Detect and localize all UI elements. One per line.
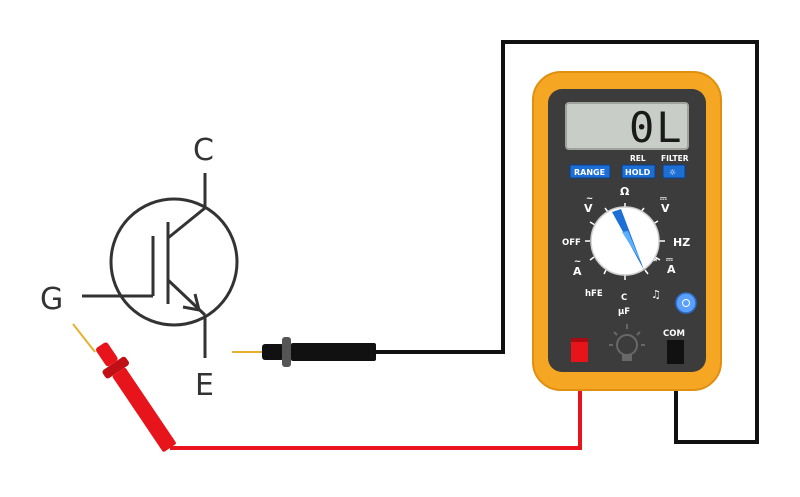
backlight-sun-icon — [682, 299, 690, 307]
red-wire — [170, 360, 582, 450]
dial-ac-amp-label: A — [573, 265, 582, 278]
dial-dc-amp-label: A — [667, 263, 676, 276]
com-label: COM — [663, 329, 685, 339]
collector-label: C — [193, 133, 214, 168]
lcd-screen — [565, 102, 689, 150]
filter-icon: ☼ — [669, 168, 676, 177]
gate-label: G — [40, 282, 63, 317]
dial-cap-c-label: C — [621, 293, 627, 303]
dial-dc-amp-bar: ⎓ — [666, 255, 674, 265]
dial-continuity-icon: ♫ — [651, 288, 661, 301]
hold-button[interactable] — [621, 164, 656, 179]
black-probe-handle — [291, 343, 376, 361]
dial-ac-volt-tilde: ~ — [586, 194, 593, 204]
dial-dc-volt-bar: ⎓ — [660, 194, 668, 204]
lightbulb-icon — [609, 324, 645, 361]
filter-label: FILTER — [661, 154, 689, 163]
igbt-symbol: C G E — [40, 133, 239, 403]
range-button[interactable] — [569, 164, 611, 179]
dial-off-label: OFF — [562, 238, 581, 248]
hold-button-label: HOLD — [625, 168, 651, 177]
dial-ticks — [585, 203, 665, 280]
red-probe-tip — [72, 323, 96, 353]
red-probe-tip-guard — [96, 342, 118, 367]
backlight-button[interactable] — [675, 292, 697, 314]
emitter-arrow — [182, 293, 202, 312]
rotary-dial[interactable] — [590, 206, 660, 276]
dial-dc-volt-label: V — [661, 202, 670, 215]
dial-cap-uf-label: µF — [618, 307, 630, 317]
dial-hz-label: HZ — [673, 236, 690, 249]
collector-diagonal — [167, 206, 206, 240]
filter-button[interactable] — [662, 164, 686, 179]
black-probe-collar — [282, 337, 291, 367]
igbt-circle — [109, 197, 239, 327]
multimeter: 0L RANGE REL HOLD FILTER ☼ Ω V ~ V ⎓ OFF… — [532, 71, 722, 391]
dial-pointer-highlight — [622, 231, 641, 262]
range-button-label: RANGE — [574, 168, 605, 177]
black-probe[interactable] — [232, 337, 376, 367]
dial-hfe-label: hFE — [585, 289, 603, 299]
red-probe[interactable] — [72, 323, 182, 456]
dial-ac-volt-label: V — [584, 202, 593, 215]
dial-ohm-label: Ω — [620, 185, 630, 198]
red-probe-collar — [102, 356, 129, 379]
lcd-reading: 0L — [629, 103, 684, 152]
red-jack[interactable] — [571, 338, 588, 362]
black-probe-tip-guard — [262, 344, 284, 360]
black-wire — [375, 40, 759, 444]
dial-ac-amp-tilde: ~ — [574, 257, 581, 267]
red-probe-handle — [112, 368, 176, 452]
com-jack[interactable] — [667, 340, 684, 364]
emitter-label: E — [195, 368, 214, 403]
rel-label: REL — [630, 154, 646, 163]
